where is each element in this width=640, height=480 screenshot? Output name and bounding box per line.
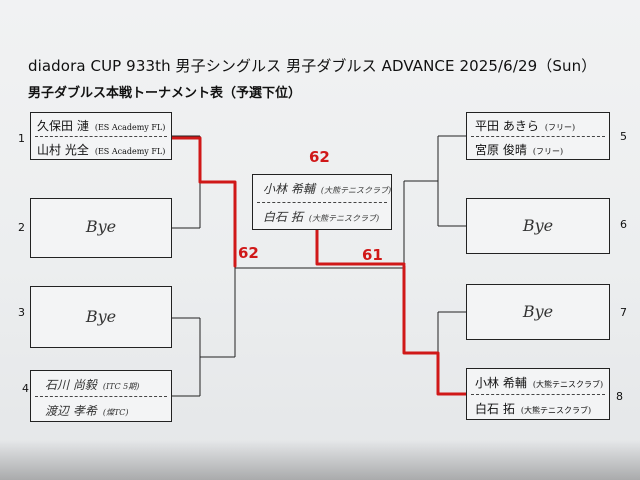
divider [35,396,167,397]
right-semi-score: 61 [362,246,383,264]
player-club: (フリー) [532,147,564,156]
entry-6-bye: Bye [522,216,554,235]
entry-4-box: 石川 尚毅 (ITC 5期) 渡辺 孝希 (燦TC) [30,370,172,422]
divider [471,394,605,395]
entry-8-player-1: 小林 希輔 (大熊テニスクラブ) [475,374,617,391]
photo-shadow [0,440,640,480]
entry-3-bye: Bye [85,307,117,326]
player-club: (大熊テニスクラブ) [520,406,592,415]
page-subtitle: 男子ダブルス本戦トーナメント表（予選下位） [28,86,302,101]
winner-player-1: 小林 希輔 (大熊テニスクラブ) [263,180,401,197]
winner-player-2: 白石 拓 (大熊テニスクラブ) [263,208,401,225]
divider [257,202,387,203]
player-name: 白石 拓 [263,210,303,224]
player-name: 久保田 漣 [37,119,89,133]
player-name: 白石 拓 [475,402,515,416]
entry-3-box: Bye [30,286,172,348]
entry-4-player-2: 渡辺 孝希 (燦TC) [45,402,185,419]
entry-8-player-2: 白石 拓 (大熊テニスクラブ) [475,400,617,417]
winner-box: 小林 希輔 (大熊テニスクラブ) 白石 拓 (大熊テニスクラブ) [252,174,392,230]
entry-7-bye: Bye [522,302,554,321]
entry-2-number: 2 [18,221,25,234]
entry-5-player-2: 宮原 俊晴 (フリー) [475,141,617,158]
entry-5-box: 平田 あきら (フリー) 宮原 俊晴 (フリー) [466,112,610,160]
entry-8-box: 小林 希輔 (大熊テニスクラブ) 白石 拓 (大熊テニスクラブ) [466,368,610,420]
entry-3-number: 3 [18,306,25,319]
player-club: (ES Academy FL) [94,123,166,132]
entry-1-player-1: 久保田 漣 (ES Academy FL) [37,117,177,134]
entry-1-box: 久保田 漣 (ES Academy FL) 山村 光全 (ES Academy FL… [30,112,172,160]
entry-1-number: 1 [18,132,25,145]
player-name: 宮原 俊晴 [475,143,527,157]
entry-6-number: 6 [620,218,627,231]
entry-7-number: 7 [620,306,627,319]
entry-7-box: Bye [466,284,610,340]
entry-8-number: 8 [616,390,623,403]
player-club: (フリー) [544,123,576,132]
player-club: (ES Academy FL) [94,147,166,156]
page-title: diadora CUP 933th 男子シングルス 男子ダブルス ADVANCE… [28,57,597,75]
entry-5-number: 5 [620,130,627,143]
player-name: 平田 あきら [475,119,539,133]
player-club: (燦TC) [102,408,129,417]
left-semi-score: 62 [238,244,259,262]
entry-2-box: Bye [30,198,172,258]
divider [471,136,605,137]
player-name: 小林 希輔 [475,376,527,390]
entry-1-player-2: 山村 光全 (ES Academy FL) [37,141,177,158]
final-score: 62 [309,148,330,166]
player-name: 渡辺 孝希 [45,404,97,418]
entry-4-number: 4 [22,382,29,395]
player-club: (ITC 5期) [102,382,140,391]
entry-2-bye: Bye [85,217,117,236]
player-name: 小林 希輔 [263,182,315,196]
entry-4-player-1: 石川 尚毅 (ITC 5期) [45,376,185,393]
player-name: 山村 光全 [37,143,89,157]
entry-5-player-1: 平田 あきら (フリー) [475,117,617,134]
divider [35,136,167,137]
player-club: (大熊テニスクラブ) [320,186,392,195]
player-club: (大熊テニスクラブ) [308,214,380,223]
player-name: 石川 尚毅 [45,378,97,392]
player-club: (大熊テニスクラブ) [532,380,604,389]
entry-6-box: Bye [466,198,610,254]
